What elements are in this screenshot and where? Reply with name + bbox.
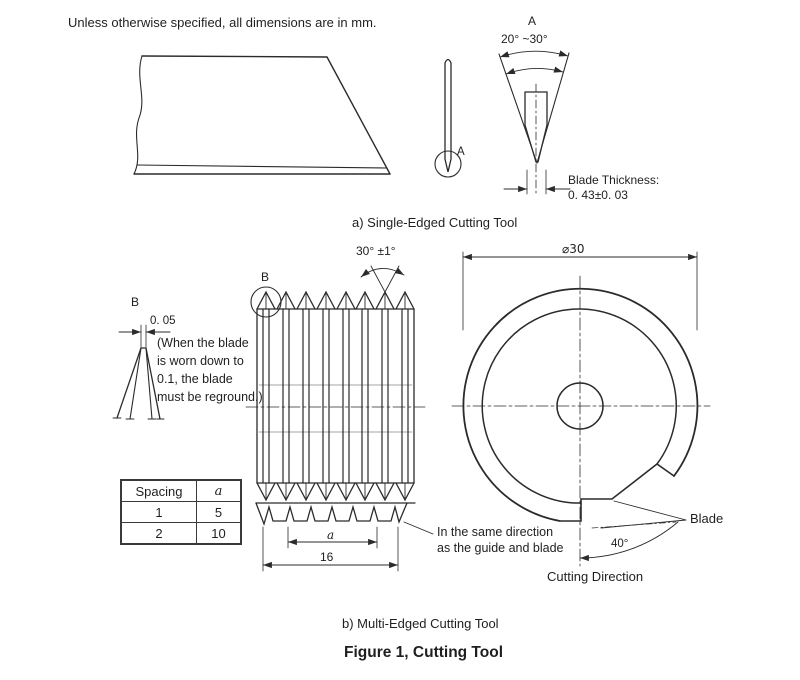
caption-single-edged: a) Single-Edged Cutting Tool xyxy=(352,215,518,230)
detail-b-reference: B xyxy=(261,270,270,284)
multi-edged-body xyxy=(245,265,426,502)
single-edged-face-view xyxy=(133,55,391,175)
spacing-value: 1 xyxy=(120,501,197,523)
a-value: 5 xyxy=(196,501,242,523)
blade-leader xyxy=(600,500,687,529)
detail-b-view xyxy=(112,324,171,420)
center-hole xyxy=(556,382,604,430)
spacing-dim-label: a xyxy=(327,528,335,542)
regrind-note: (When the blade is worn down to 0.1, the… xyxy=(157,336,263,404)
blade-thickness-note: Blade Thickness: 0. 43±0. 03 xyxy=(568,173,660,202)
units-note: Unless otherwise specified, all dimensio… xyxy=(68,15,377,30)
edge-angle-dimension: 20° ~30° xyxy=(501,32,548,46)
cutting-angle-dimension: 40° xyxy=(611,538,629,550)
circular-view xyxy=(451,251,711,567)
detail-b-callout-circle xyxy=(250,286,282,318)
blade-step xyxy=(560,463,675,522)
spacing-table-header-spacing: Spacing xyxy=(120,479,197,502)
overall-width-dimension: 16 xyxy=(320,550,334,564)
tooth-angle-dimension: 30° ±1° xyxy=(356,244,396,258)
direction-note: In the same direction as the guide and b… xyxy=(437,525,564,555)
spacing-table: Spacing a 1 5 2 10 xyxy=(120,479,242,545)
spacing-table-row: 2 10 xyxy=(120,522,242,545)
spacing-table-row: 1 5 xyxy=(120,501,242,523)
detail-a-view xyxy=(498,50,571,197)
spacing-table-header-a: a xyxy=(196,479,242,502)
spacing-value: 2 xyxy=(120,522,197,545)
a-value: 10 xyxy=(196,522,242,545)
diameter-dimension: ⌀30 xyxy=(562,242,585,256)
single-edged-edge-view xyxy=(434,58,462,178)
blade-label: Blade xyxy=(690,511,724,526)
cutting-edge-profile xyxy=(255,502,434,572)
cutting-direction-label: Cutting Direction xyxy=(547,569,644,584)
caption-multi-edged: b) Multi-Edged Cutting Tool xyxy=(342,616,499,631)
detail-b-title: B xyxy=(131,295,140,309)
detail-a-callout-circle xyxy=(434,150,462,178)
tip-flat-width-dimension: 0. 05 xyxy=(150,315,176,327)
detail-a-title: A xyxy=(528,14,537,28)
detail-a-reference: A xyxy=(457,146,465,158)
figure-caption: Figure 1, Cutting Tool xyxy=(344,644,503,661)
spacing-table-header-row: Spacing a xyxy=(120,479,242,502)
